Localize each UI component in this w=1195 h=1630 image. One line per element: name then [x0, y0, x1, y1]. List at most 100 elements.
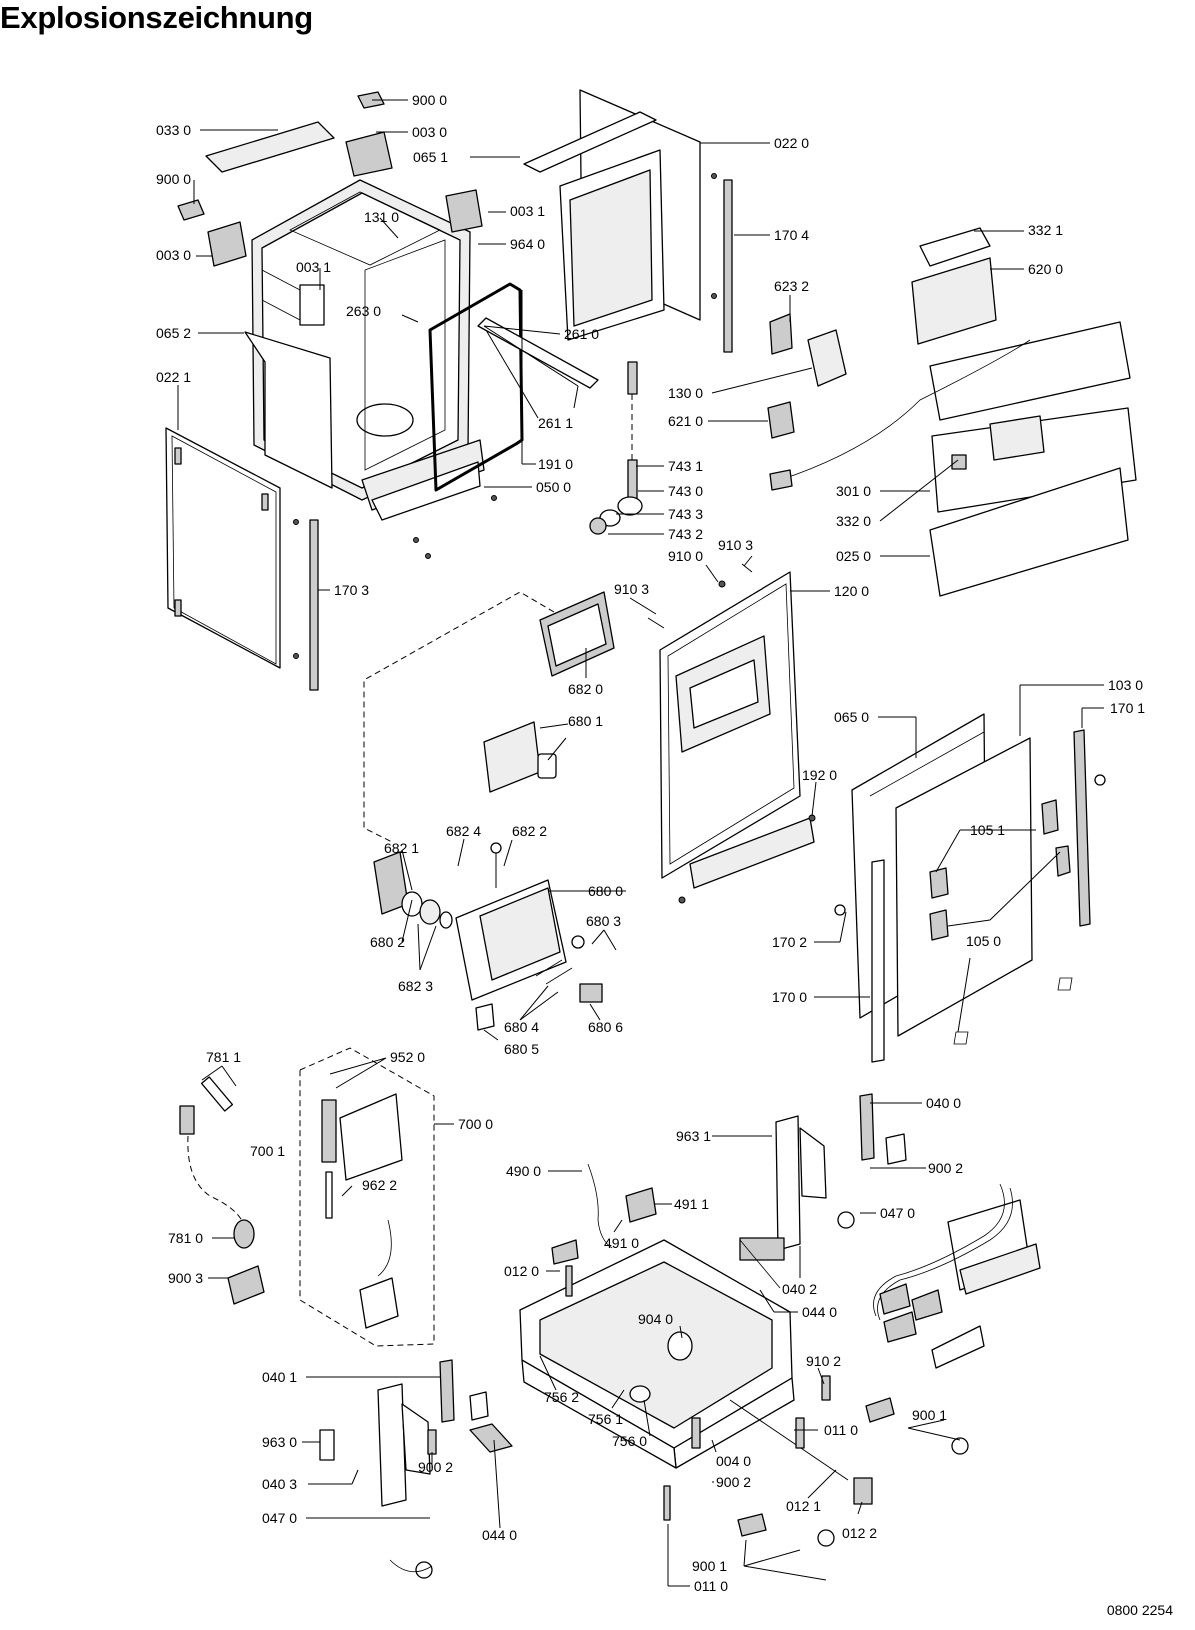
part-label: 680 4: [504, 1019, 539, 1035]
part-label: 261 1: [538, 415, 573, 431]
part-label: 756 0: [612, 1433, 647, 1449]
strip-170-3-drawing: [309, 519, 319, 691]
part-label: 910 3: [614, 581, 649, 597]
part-label: 700 0: [458, 1116, 493, 1132]
part-623-drawing: [769, 313, 793, 355]
part-label: 962 2: [362, 1177, 397, 1193]
part-label: 040 1: [262, 1369, 297, 1385]
drawing-number: 0800 2254: [1106, 1602, 1173, 1618]
part-label: 910 3: [718, 537, 753, 553]
clip-003b-drawing: [207, 221, 247, 267]
cover-680-1-drawing: [537, 753, 557, 779]
part-label: 682 2: [512, 823, 547, 839]
part-label: 682 1: [384, 840, 419, 856]
part-label: 743 0: [668, 483, 703, 499]
part-label: 004 0: [716, 1453, 751, 1469]
base-004-drawing: [519, 1239, 969, 1547]
part-680-1-drawing: [483, 721, 541, 793]
part-label: 263 0: [346, 303, 381, 319]
part-label: 012 0: [504, 1263, 539, 1279]
part-label: 900 3: [168, 1270, 203, 1286]
part-label: 105 1: [970, 822, 1005, 838]
cable-490-drawing: [587, 1163, 613, 1249]
part-label: 040 2: [782, 1281, 817, 1297]
control-panel-drawing: [769, 227, 1137, 597]
strip-170-4-drawing: [723, 179, 733, 353]
part-label: 910 0: [668, 548, 703, 564]
part-label: 025 0: [836, 548, 871, 564]
part-label: 103 0: [1108, 677, 1143, 693]
part-label: 332 0: [836, 513, 871, 529]
part-label: 682 0: [568, 681, 603, 697]
part-label: 900 1: [912, 1407, 947, 1423]
door-120-drawing: [659, 571, 816, 904]
pump-group-outline: [299, 1047, 435, 1347]
part-label: 490 0: [506, 1163, 541, 1179]
part-491-drawing: [625, 1187, 657, 1223]
part-label: 743 1: [668, 458, 703, 474]
part-label: 963 0: [262, 1434, 297, 1450]
part-label: 301 0: [836, 483, 871, 499]
part-label: 623 2: [774, 278, 809, 294]
part-label: 044 0: [802, 1304, 837, 1320]
part-label: 011 0: [824, 1422, 858, 1438]
part-label: 682 3: [398, 978, 433, 994]
part-label: 491 0: [604, 1235, 639, 1251]
part-label: 050 0: [536, 479, 571, 495]
part-shapes: [165, 89, 1137, 1579]
part-label: 170 0: [772, 989, 807, 1005]
part-label: 900 1: [692, 1558, 727, 1574]
part-label: 170 2: [772, 934, 807, 950]
part-label: 332 1: [1028, 222, 1063, 238]
part-label: 047 0: [262, 1510, 297, 1526]
part-label: 900 2: [928, 1160, 963, 1176]
part-label: 680 3: [586, 913, 621, 929]
part-label: 191 0: [538, 456, 573, 472]
part-label: 900 0: [156, 171, 191, 187]
dispenser-680-drawing: [373, 842, 603, 1031]
part-label: 131 0: [364, 209, 399, 225]
part-label: 900 0: [412, 92, 447, 108]
part-label: 680 0: [588, 883, 623, 899]
part-label: 003 0: [412, 124, 447, 140]
arm-261-drawing: [477, 317, 599, 389]
screws-drawing: [293, 173, 753, 659]
part-label: 040 0: [926, 1095, 961, 1111]
dispenser-group-outline: [363, 591, 555, 843]
part-label: 012 2: [842, 1525, 877, 1541]
part-label: 900 2: [716, 1474, 751, 1490]
part-label: 781 0: [168, 1230, 203, 1246]
part-label: 003 0: [156, 247, 191, 263]
pump-700-drawing: [321, 1093, 403, 1329]
part-labels: 900 0 033 0 003 0 065 1 022 0 900 0 003 …: [156, 92, 1145, 1594]
bracket-040-drawing: [739, 1093, 907, 1289]
part-label: 040 3: [262, 1476, 297, 1492]
part-label: 682 4: [446, 823, 481, 839]
part-label: 756 1: [588, 1411, 623, 1427]
part-label: 620 0: [1028, 261, 1063, 277]
part-label: 065 1: [413, 149, 448, 165]
part-label: 003 1: [296, 259, 331, 275]
part-label: 065 0: [834, 709, 869, 725]
part-label: 904 0: [638, 1311, 673, 1327]
tub-assembly-drawing: [244, 179, 485, 521]
part-label: 781 1: [206, 1049, 241, 1065]
part-label: 170 4: [774, 227, 809, 243]
side-panel-022-1-drawing: [165, 427, 281, 669]
part-label: 963 1: [676, 1128, 711, 1144]
part-label: 680 1: [568, 713, 603, 729]
part-label: 065 2: [156, 325, 191, 341]
part-label: 952 0: [390, 1049, 425, 1065]
part-label: 756 2: [544, 1389, 579, 1405]
part-label: 044 0: [482, 1527, 517, 1543]
part-label: 743 2: [668, 526, 703, 542]
part-label: 105 0: [966, 933, 1001, 949]
part-label: 011 0: [694, 1578, 728, 1594]
part-label: 003 1: [510, 203, 545, 219]
clip-003-drawing: [345, 131, 393, 177]
part-label: 047 0: [880, 1205, 915, 1221]
plate-033-drawing: [205, 121, 335, 173]
door-panels-drawing: [834, 713, 1106, 1063]
part-label: 261 0: [564, 326, 599, 342]
